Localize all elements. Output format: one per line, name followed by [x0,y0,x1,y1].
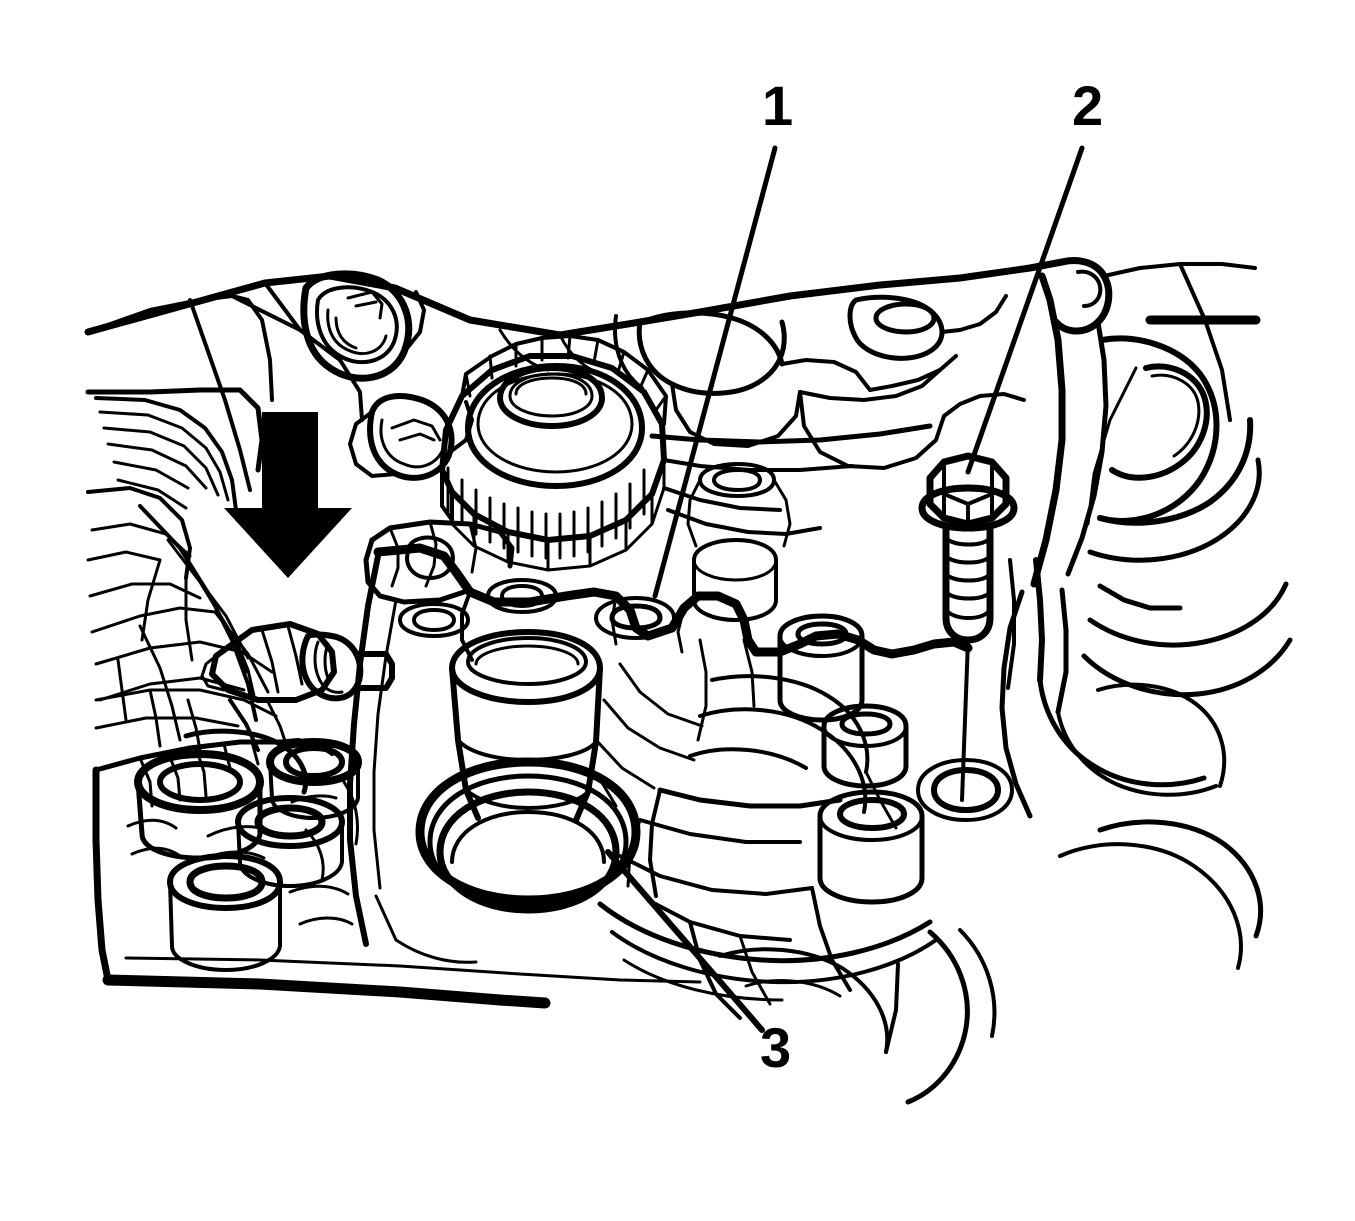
callout-label-3: 3 [760,1016,792,1079]
engine-block-outline-group [84,257,1293,1105]
hex-flange-bolt [918,452,1018,802]
callout-label-2: 2 [1072,74,1104,137]
leader-line-3 [605,849,765,1033]
electrical-connector [200,621,395,752]
leader-line-1 [652,145,778,599]
installation-direction-arrow [224,412,352,578]
callout-leader-lines [605,145,1085,1033]
callout-label-1: 1 [762,74,794,137]
leader-line-2 [965,145,1085,475]
